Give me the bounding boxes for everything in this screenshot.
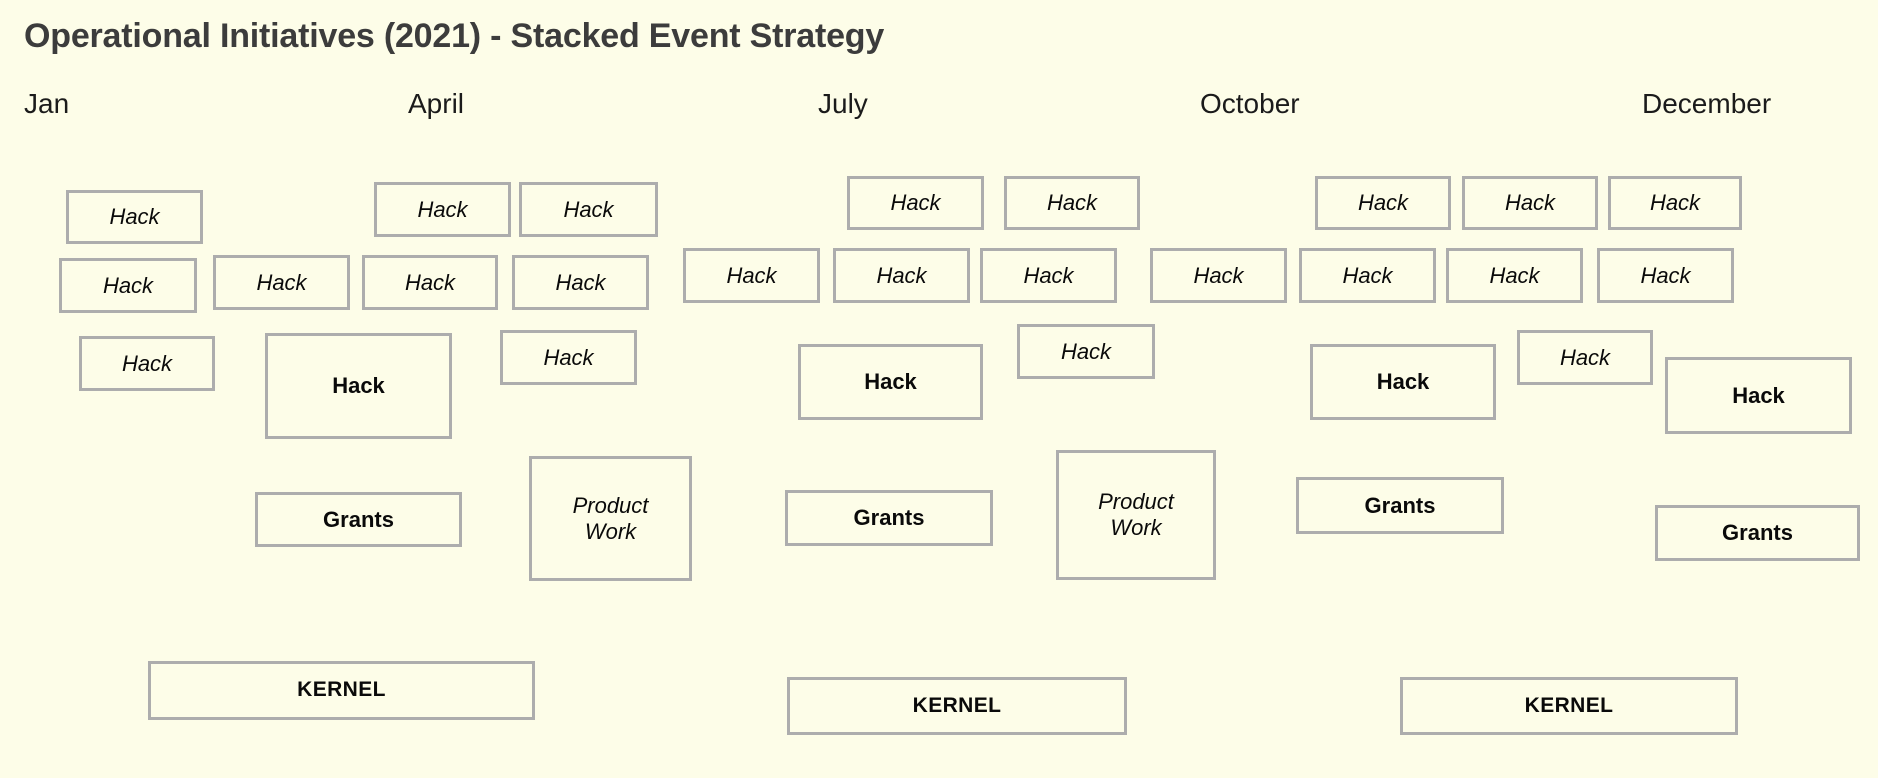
event-box-hack[interactable]: Hack	[213, 255, 350, 310]
event-box-grants[interactable]: Grants	[1655, 505, 1860, 561]
event-box-hack[interactable]: Hack	[1017, 324, 1155, 379]
event-box-hack[interactable]: Hack	[362, 255, 498, 310]
event-box-hack[interactable]: Hack	[519, 182, 658, 237]
event-box-hack[interactable]: Hack	[79, 336, 215, 391]
event-box-hack[interactable]: Hack	[1299, 248, 1436, 303]
event-box-hack[interactable]: Hack	[1517, 330, 1653, 385]
month-label-december: December	[1642, 88, 1772, 119]
event-box-hack[interactable]: Hack	[798, 344, 983, 420]
page-title: Operational Initiatives (2021) - Stacked…	[24, 17, 885, 55]
event-box-kernel[interactable]: KERNEL	[148, 661, 535, 720]
event-box-hack[interactable]: Hack	[265, 333, 452, 439]
event-box-hack[interactable]: Hack	[1597, 248, 1734, 303]
event-box-hack[interactable]: Hack	[847, 176, 984, 230]
event-box-hack[interactable]: Hack	[1608, 176, 1742, 230]
event-box-hack[interactable]: Hack	[1462, 176, 1598, 230]
event-box-grants[interactable]: Grants	[785, 490, 993, 546]
event-box-hack[interactable]: Hack	[1150, 248, 1287, 303]
event-box-hack[interactable]: Hack	[374, 182, 511, 237]
event-box-kernel[interactable]: KERNEL	[787, 677, 1127, 735]
event-box-grants[interactable]: Grants	[255, 492, 462, 547]
event-box-kernel[interactable]: KERNEL	[1400, 677, 1738, 735]
event-box-hack[interactable]: Hack	[1665, 357, 1852, 434]
event-box-hack[interactable]: Hack	[1310, 344, 1496, 420]
event-box-grants[interactable]: Grants	[1296, 477, 1504, 534]
event-box-hack[interactable]: Hack	[1446, 248, 1583, 303]
month-label-jan: Jan	[24, 88, 70, 119]
event-box-hack[interactable]: Hack	[59, 258, 197, 313]
event-box-hack[interactable]: Hack	[980, 248, 1117, 303]
month-label-october: October	[1200, 88, 1300, 119]
month-label-april: April	[408, 88, 465, 119]
event-box-hack[interactable]: Hack	[66, 190, 203, 244]
event-box-hack[interactable]: Hack	[683, 248, 820, 303]
event-box-hack[interactable]: Hack	[512, 255, 649, 310]
event-box-hack[interactable]: Hack	[1315, 176, 1451, 230]
event-box-hack[interactable]: Hack	[500, 330, 637, 385]
event-box-hack[interactable]: Hack	[1004, 176, 1140, 230]
month-label-july: July	[818, 88, 868, 119]
event-box-hack[interactable]: Hack	[833, 248, 970, 303]
